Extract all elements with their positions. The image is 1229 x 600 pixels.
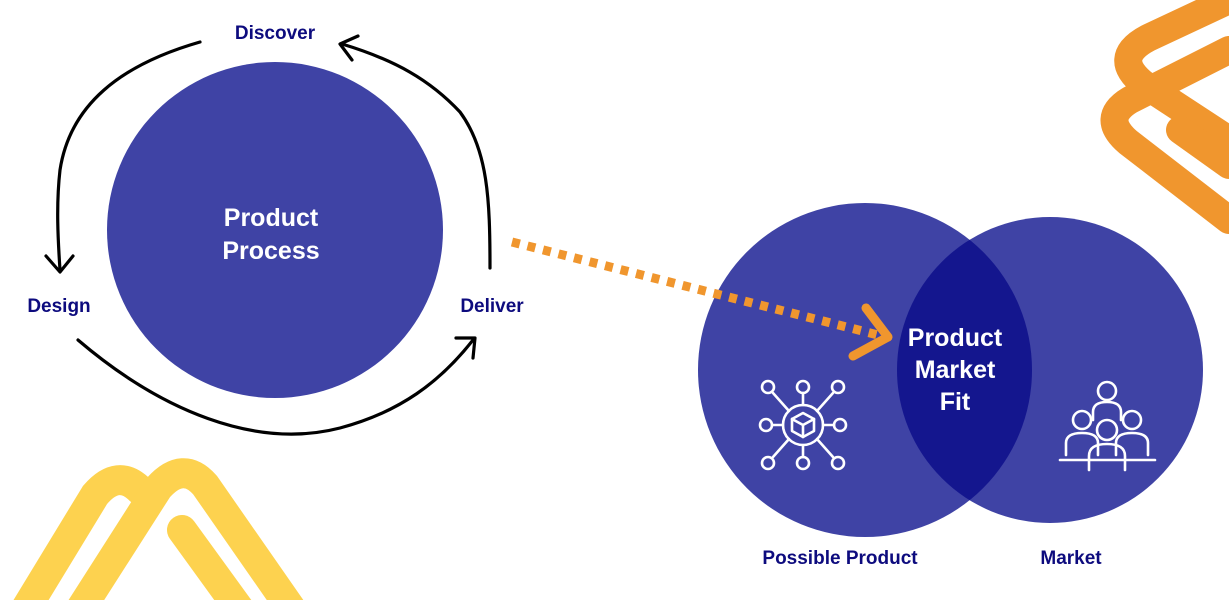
stage-label-deliver: Deliver bbox=[460, 296, 524, 317]
venn-label-possible-product: Possible Product bbox=[762, 548, 918, 569]
yellow-arch-decoration bbox=[13, 458, 304, 600]
cycle-arrow-deliver-to-discover bbox=[338, 34, 492, 270]
venn-overlap bbox=[897, 217, 1032, 523]
stage-label-discover: Discover bbox=[235, 23, 316, 44]
stage-label-design: Design bbox=[27, 296, 90, 317]
cycle-arrow-discover-to-design bbox=[44, 40, 202, 274]
overlap-label-line3: Fit bbox=[940, 388, 971, 416]
people-group-icon bbox=[1058, 380, 1157, 472]
product-process-label-line1: Product bbox=[224, 204, 319, 232]
orange-chevron-decoration bbox=[1100, 0, 1229, 234]
venn-label-market: Market bbox=[1040, 548, 1102, 569]
cycle-arrow-design-to-deliver bbox=[76, 336, 477, 436]
product-process-label-line2: Process bbox=[222, 237, 319, 265]
dotted-connector-arrow bbox=[510, 237, 893, 361]
overlap-label-line1: Product bbox=[908, 324, 1003, 352]
product-process-circle bbox=[107, 62, 443, 398]
overlap-label-line2: Market bbox=[915, 356, 996, 384]
network-box-icon bbox=[758, 379, 848, 471]
